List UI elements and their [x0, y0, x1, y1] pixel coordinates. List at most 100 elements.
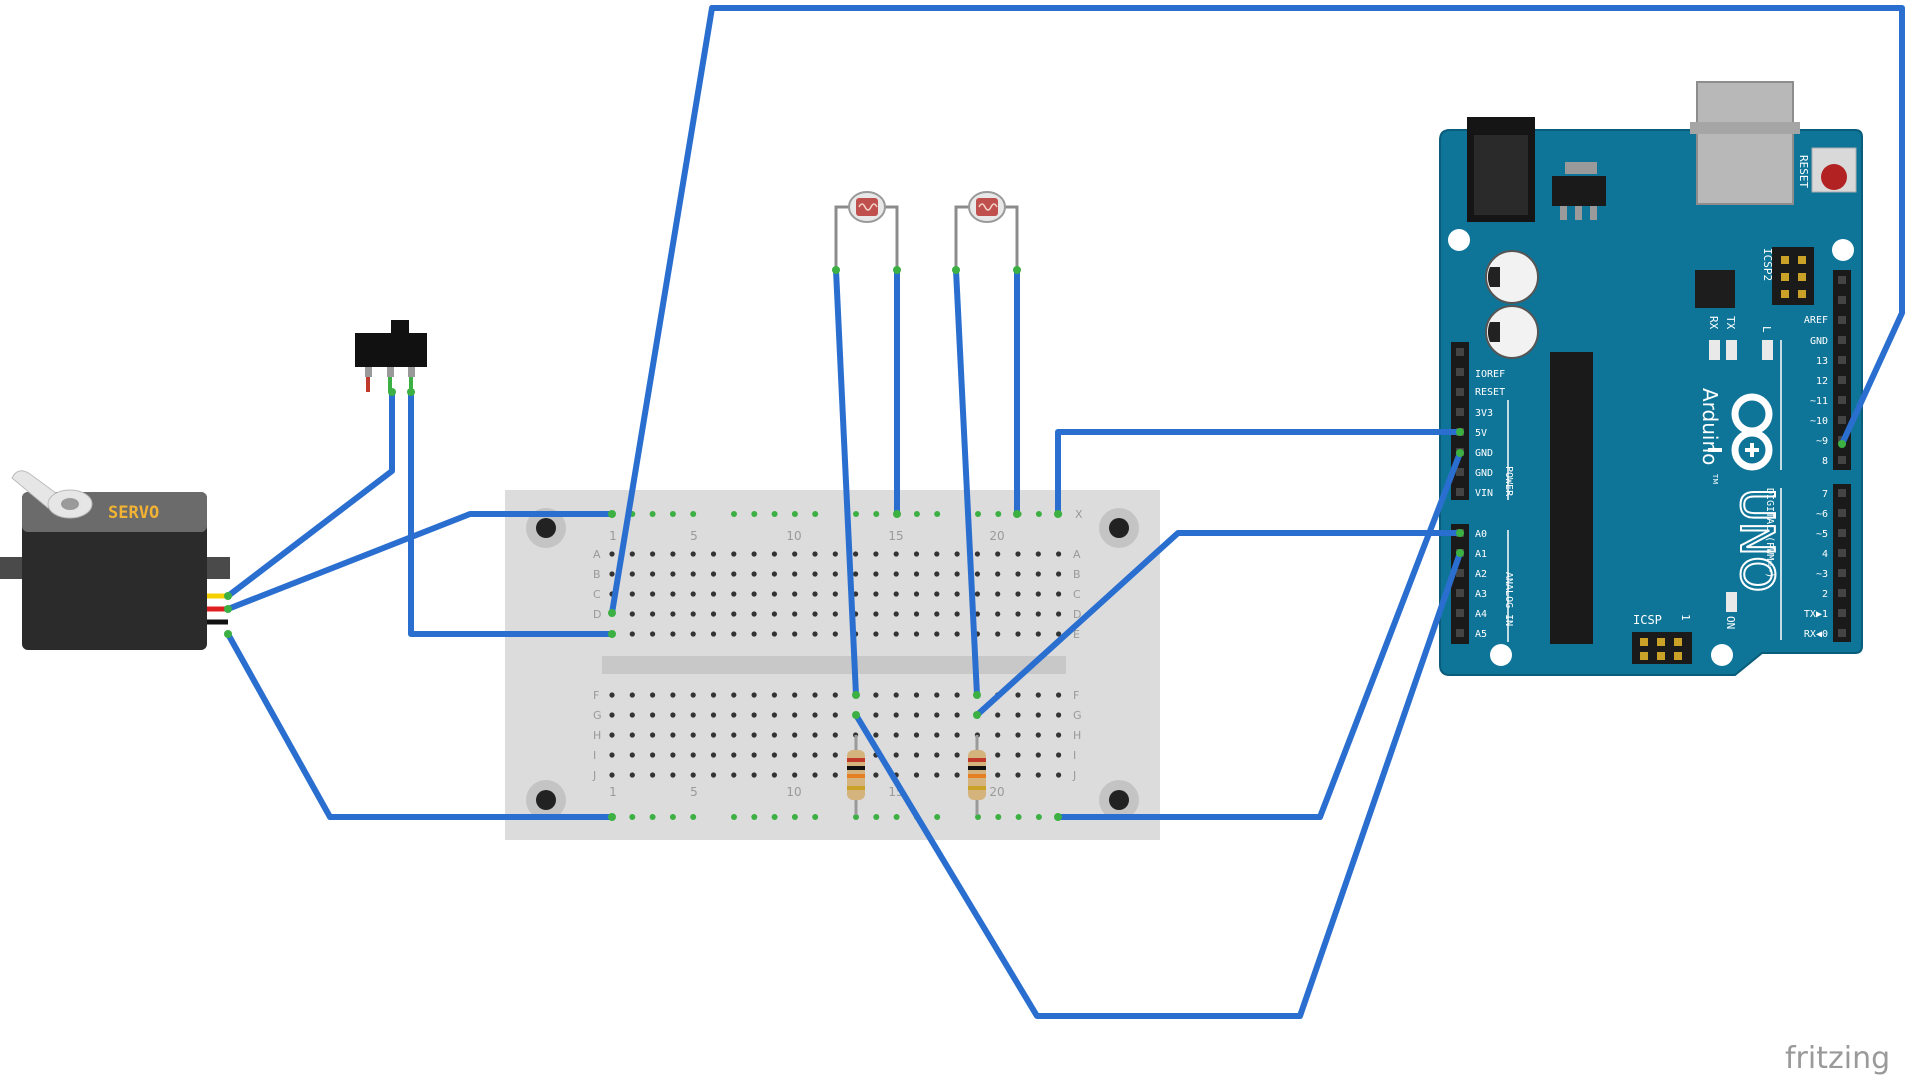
breadboard-hole [995, 571, 1001, 577]
pin-label-gnd: GND [1475, 448, 1493, 459]
digital-header-high [1833, 270, 1851, 470]
breadboard-hole [710, 772, 717, 778]
icsp2-header [1772, 247, 1814, 305]
breadboard-hole [1056, 692, 1062, 698]
breadboard-hole [1056, 591, 1062, 597]
fritzing-watermark: fritzing [1785, 1041, 1890, 1076]
wire-endpoint [224, 592, 232, 600]
header-pin [1838, 376, 1846, 384]
resistor [847, 735, 865, 815]
breadboard-hole [832, 631, 838, 637]
wire-endpoint [893, 510, 901, 518]
icsp2-pin [1781, 290, 1789, 298]
breadboard-hole [1015, 772, 1021, 778]
row-letter: B [593, 568, 601, 581]
column-number: 5 [690, 785, 698, 799]
breadboard-hole [731, 732, 737, 738]
breadboard-hole [710, 752, 717, 758]
row-letter: A [1073, 548, 1081, 561]
breadboard-hole [853, 551, 859, 557]
breadboard-hole [670, 732, 676, 738]
rx-led [1709, 340, 1720, 360]
breadboard-hole [832, 551, 838, 557]
breadboard-hole [1035, 692, 1041, 698]
breadboard-hole [954, 591, 960, 597]
ldr-trace [978, 203, 998, 211]
breadboard-hole [893, 591, 899, 597]
breadboard-hole [1056, 732, 1062, 738]
breadboard-hole [893, 551, 899, 557]
resistor-band [847, 766, 865, 770]
breadboard-hole [670, 692, 676, 698]
pin-label-2: 2 [1822, 589, 1828, 600]
breadboard-hole [771, 712, 778, 718]
rail-hole [751, 511, 758, 517]
header-pin [1838, 396, 1846, 404]
header-pin [1456, 569, 1464, 577]
usb-port-flange [1690, 122, 1800, 134]
breadboard-hole [771, 752, 778, 758]
wire-endpoint [224, 630, 232, 638]
wire-endpoint [388, 388, 396, 396]
breadboard-hole [812, 712, 818, 718]
breadboard-hole [792, 712, 798, 718]
rail-hole [873, 511, 880, 517]
header-pin [1838, 589, 1846, 597]
breadboard-hole [751, 631, 757, 637]
breadboard-hole [792, 611, 798, 617]
l-label: L [1760, 326, 1773, 333]
breadboard-hole [650, 692, 656, 698]
header-pin [1838, 356, 1846, 364]
pin-label-5v: 5V [1475, 428, 1487, 439]
breadboard-hole [670, 712, 676, 718]
breadboard-hole [934, 551, 940, 557]
row-letter: D [593, 608, 601, 621]
l-led [1762, 340, 1773, 360]
breadboard-hole [954, 772, 960, 778]
wire-endpoint [973, 691, 981, 699]
row-letter: E [1073, 628, 1080, 641]
breadboard-hole [650, 752, 656, 758]
breadboard-hole [710, 712, 717, 718]
header-pin [1456, 609, 1464, 617]
breadboard-hole [670, 571, 676, 577]
breadboard-hole [710, 631, 717, 637]
breadboard-hole [609, 772, 615, 778]
breadboard-hole [913, 752, 920, 758]
breadboard-hole [690, 692, 696, 698]
breadboard-hole [995, 551, 1001, 557]
breadboard-hole [832, 611, 838, 617]
icsp2-pin [1781, 273, 1789, 281]
wire-servo-power-to-rail [225, 511, 615, 612]
resistor-band [968, 766, 986, 770]
resistor-band [847, 786, 865, 790]
breadboard-hole [731, 692, 737, 698]
breadboard-hole [751, 692, 757, 698]
resistor-band [847, 758, 865, 762]
mounting-hole-center [1109, 518, 1129, 538]
capacitor [1485, 250, 1539, 304]
breadboard-hole [792, 631, 798, 637]
rail-hole [853, 814, 859, 820]
icsp-pin1-label: 1 [1679, 614, 1692, 621]
arduino-board [1439, 129, 1863, 676]
rail-hole [751, 814, 758, 820]
breadboard-hole [629, 732, 635, 738]
breadboard-hole [731, 591, 737, 597]
breadboard-hole [832, 591, 838, 597]
switch-pin [365, 367, 372, 377]
pin-label-7: 7 [1822, 489, 1828, 500]
pin-label-0: RX◀0 [1804, 629, 1828, 640]
rx-label: RX [1707, 316, 1720, 330]
breadboard-hole [670, 631, 676, 637]
breadboard-hole [609, 732, 615, 738]
rail-hole [934, 511, 941, 517]
breadboard-hole [995, 732, 1001, 738]
breadboard-hole [690, 611, 696, 617]
rail-hole [995, 511, 1002, 517]
rail-hole [853, 511, 859, 517]
breadboard-hole [771, 692, 778, 698]
breadboard-hole [731, 752, 737, 758]
wire-endpoint [1013, 510, 1021, 518]
breadboard: 1 5 10 15 20 1 5 10 15 20 X A A B B C C … [505, 490, 1160, 840]
